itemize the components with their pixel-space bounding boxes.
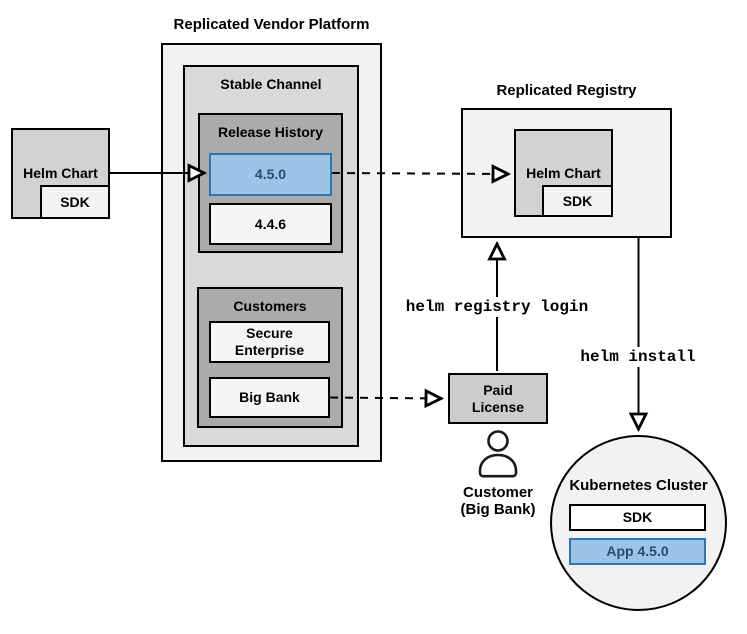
helm-chart-source-label: Helm Chart	[23, 165, 98, 181]
release-item-446: 4.4.6	[209, 203, 332, 245]
customer-item-big-bank: Big Bank	[209, 377, 330, 418]
kubernetes-cluster-title: Kubernetes Cluster	[569, 477, 708, 494]
cluster-sdk-box: SDK	[569, 504, 706, 531]
customer-label: Customer (Big Bank)	[438, 484, 558, 518]
cluster-app-box: App 4.5.0	[569, 538, 706, 565]
customer-item-secure-enterprise: Secure Enterprise	[209, 321, 330, 363]
release-history-title: Release History	[217, 124, 324, 140]
registry-helm-chart-box: Helm Chart SDK	[514, 129, 613, 217]
stable-channel-box: Stable Channel Release History 4.5.0 4.4…	[183, 65, 359, 447]
stable-channel-title: Stable Channel	[220, 76, 322, 92]
customer-org: (Big Bank)	[460, 501, 536, 518]
helm-install-label: helm install	[575, 347, 701, 367]
helm-chart-source-box: Helm Chart SDK	[11, 128, 110, 219]
vendor-platform-title: Replicated Vendor Platform	[173, 16, 370, 33]
customers-box: Customers Secure Enterprise Big Bank	[197, 287, 343, 428]
kubernetes-cluster-circle: Kubernetes Cluster SDK App 4.5.0	[550, 435, 727, 611]
release-item-450: 4.5.0	[209, 153, 332, 196]
helm-registry-login-label: helm registry login	[400, 297, 594, 317]
helm-chart-source-sdk-badge: SDK	[40, 185, 110, 219]
vendor-platform-box: Stable Channel Release History 4.5.0 4.4…	[161, 43, 382, 462]
customer-person-icon	[478, 430, 518, 478]
registry-helm-chart-label: Helm Chart	[526, 164, 601, 181]
paid-license-box: Paid License	[448, 373, 548, 424]
customers-title: Customers	[233, 298, 307, 314]
registry-sdk-badge: SDK	[542, 185, 613, 217]
registry-box: Helm Chart SDK	[461, 108, 672, 238]
registry-title: Replicated Registry	[496, 82, 637, 99]
customer-name: Customer	[462, 484, 533, 501]
release-history-box: Release History 4.5.0 4.4.6	[198, 113, 343, 253]
